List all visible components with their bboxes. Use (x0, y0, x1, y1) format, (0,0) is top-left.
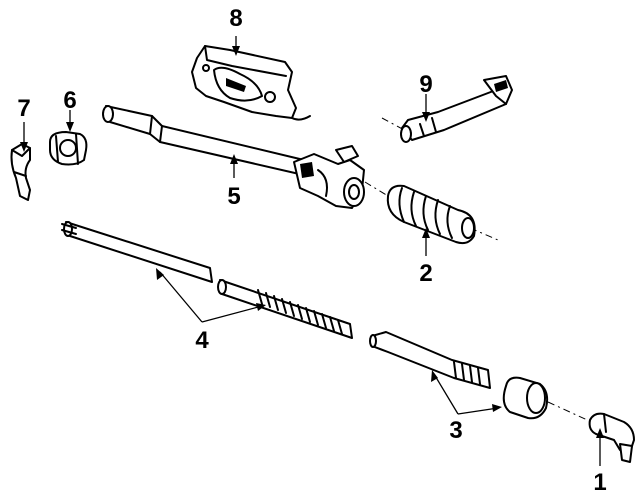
callout-leaders (20, 36, 604, 466)
callout-1: 1 (593, 469, 606, 496)
part-2-boot (386, 184, 476, 245)
callout-8: 8 (229, 5, 242, 32)
part-5-rack-housing (102, 105, 365, 209)
callout-2: 2 (419, 260, 432, 287)
callout-6: 6 (63, 87, 76, 114)
part-9-input-shaft (400, 75, 513, 143)
part-6-bushing (49, 131, 88, 166)
callout-7: 7 (17, 95, 30, 122)
callout-3: 3 (449, 417, 462, 444)
callout-9: 9 (419, 71, 432, 98)
callout-5: 5 (227, 183, 240, 210)
callout-4: 4 (195, 327, 209, 354)
part-3-tie-rod-adjuster (369, 331, 549, 420)
part-7-clamp (10, 143, 31, 201)
callout-labels: 8 9 6 7 5 2 4 3 1 (17, 5, 606, 496)
part-1-tie-rod-end (588, 412, 635, 463)
part-4-rack-bar (61, 221, 353, 339)
part-8-mounting-bracket (191, 45, 311, 121)
